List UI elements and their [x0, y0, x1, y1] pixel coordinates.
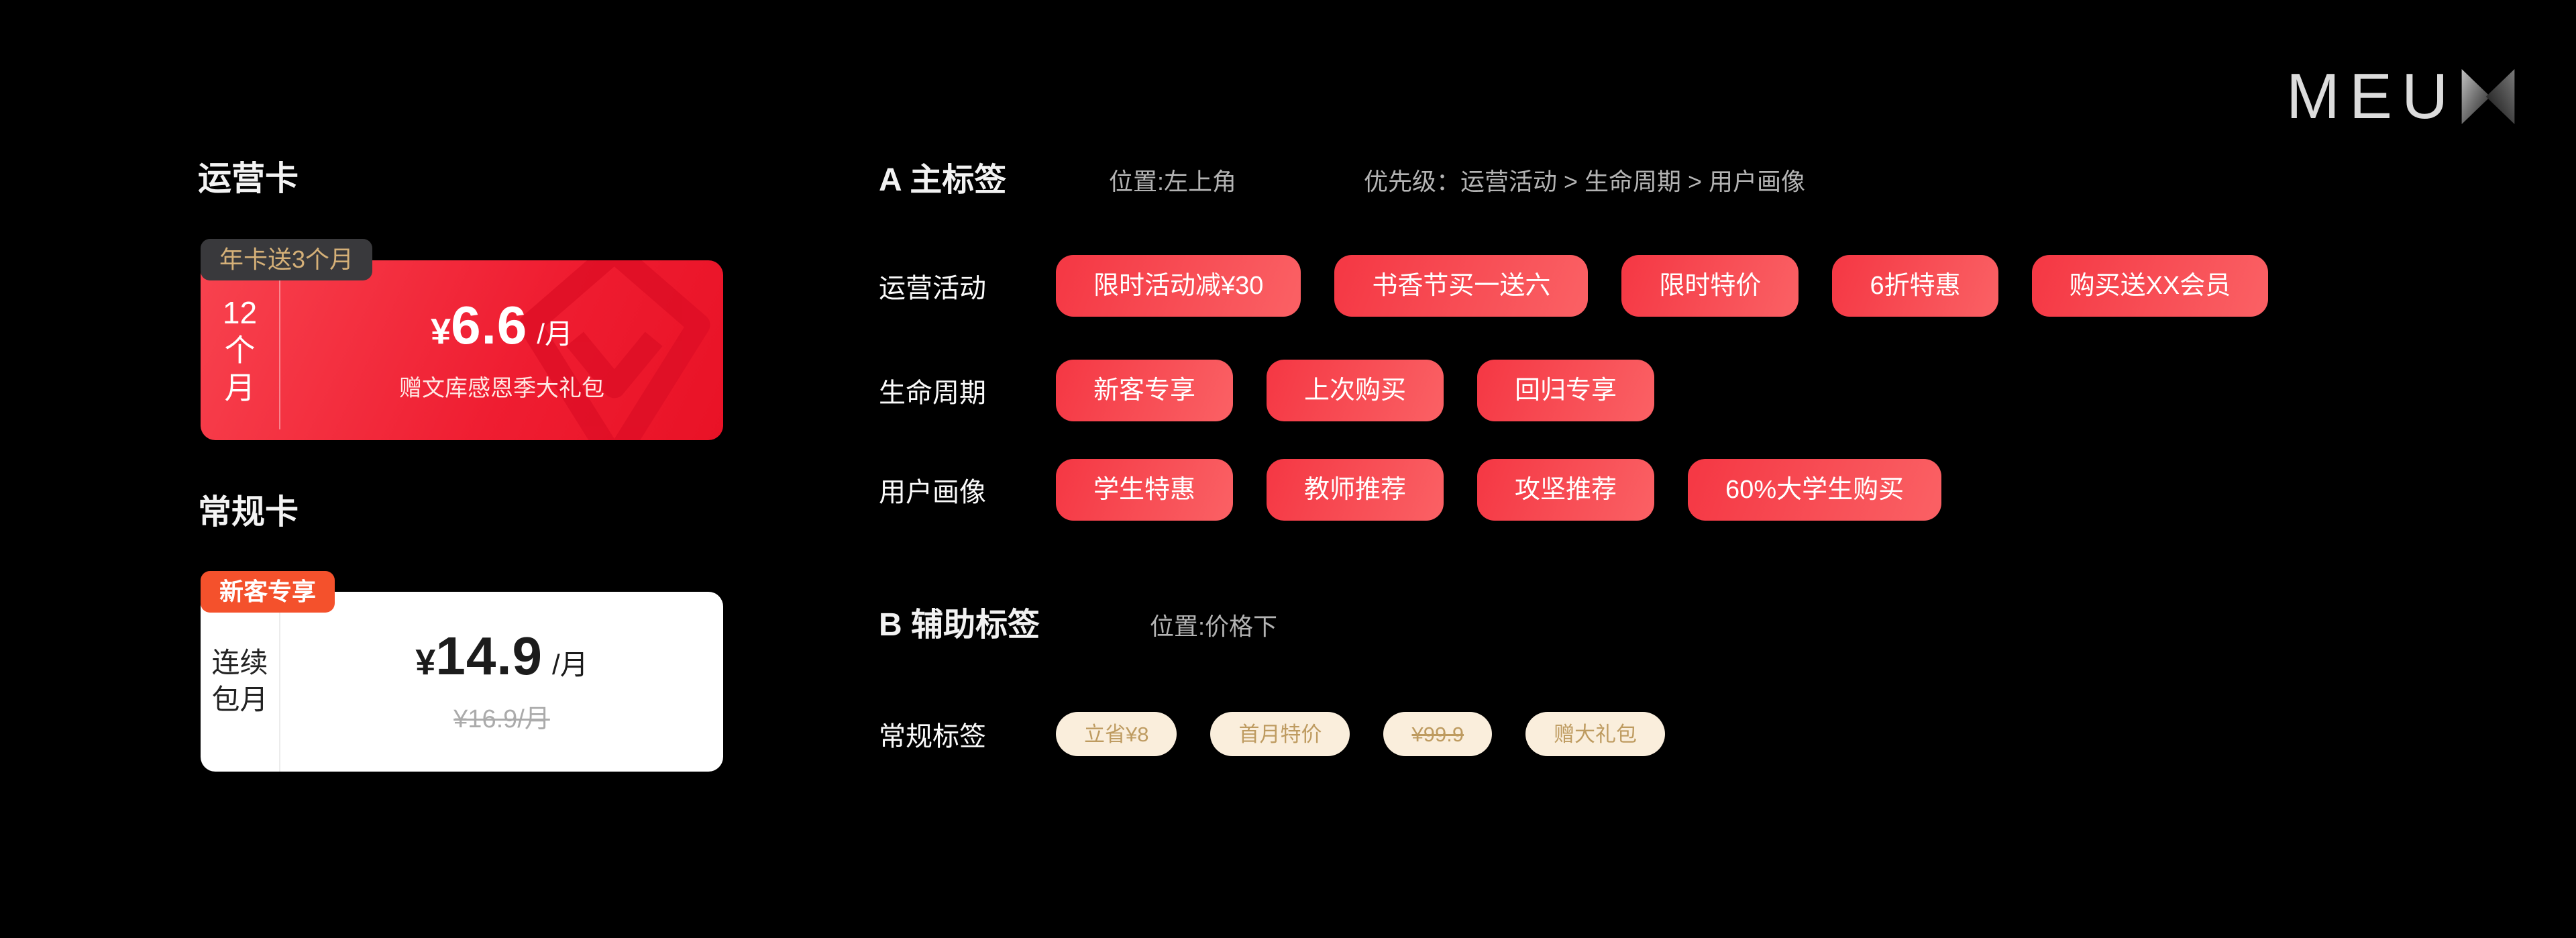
chips-container: 学生特惠教师推荐攻坚推荐 60%大学生购买: [1056, 459, 1942, 521]
operation-card-badge: 年卡送3个月: [201, 239, 373, 280]
duration-line: 连续: [211, 647, 268, 679]
main-tag-chip[interactable]: 上次购买: [1267, 360, 1444, 421]
operation-card-title: 运营卡: [198, 160, 299, 197]
aux-tag-chip[interactable]: 立省¥8: [1056, 712, 1177, 756]
row-label: 运营活动: [879, 274, 986, 303]
row-label: 生命周期: [879, 378, 986, 408]
main-tag-chip[interactable]: 教师推荐: [1267, 459, 1444, 521]
chips-container: 限时活动减¥30 书香节买一送六限时特价 6折特惠购买送XX会员: [1056, 255, 2269, 317]
regular-price-area: ¥ 14.9 /月 ¥16.9/月: [280, 592, 723, 772]
operation-price-area: ¥ 6.6 /月 赠文库感恩季大礼包: [280, 260, 723, 440]
duration-line: 月: [224, 370, 256, 406]
operation-duration-cell: 12 个 月: [201, 260, 279, 440]
section-b-title: B 辅助标签: [879, 607, 1040, 643]
main-tag-chip[interactable]: 购买送XX会员: [2031, 255, 2269, 317]
aux-tag-chip[interactable]: 首月特价: [1210, 712, 1350, 756]
regular-card-title: 常规卡: [198, 493, 299, 531]
aux-tag-chip[interactable]: 赠大礼包: [1525, 712, 1666, 756]
aux-tag-chip[interactable]: ¥99.9: [1383, 712, 1493, 756]
main-tag-chip[interactable]: 书香节买一送六: [1334, 255, 1589, 317]
main-tag-chip[interactable]: 60%大学生购买: [1688, 459, 1942, 521]
card-divider: [279, 592, 280, 772]
brand-logo: MEU: [2286, 64, 2516, 129]
main-tag-chip[interactable]: 6折特惠: [1832, 255, 1998, 317]
operation-plan-card[interactable]: 12 个 月 ¥ 6.6 /月 赠文库感恩季大礼包: [201, 260, 723, 440]
duration-line: 个: [224, 332, 256, 368]
section-a-position-note: 位置:左上角: [1109, 168, 1237, 195]
card-divider: [279, 276, 280, 429]
duration-line: 包月: [211, 684, 268, 715]
main-tag-chip[interactable]: 学生特惠: [1056, 459, 1234, 521]
regular-plan-card[interactable]: 连续 包月 ¥ 14.9 /月 ¥16.9/月: [201, 592, 723, 772]
regular-card-badge: 新客专享: [201, 571, 335, 613]
price-unit: /月: [552, 648, 588, 680]
price-amount: 6.6: [451, 295, 528, 355]
section-a-priority-note: 优先级：运营活动 > 生命周期 > 用户画像: [1364, 168, 1806, 195]
currency-symbol: ¥: [415, 641, 436, 682]
regular-original-price: ¥16.9/月: [453, 705, 550, 733]
regular-duration-cell: 连续 包月: [201, 592, 279, 772]
price-amount: 14.9: [435, 625, 543, 686]
brand-logo-x-icon: [2461, 69, 2515, 124]
chips-container: 立省¥8 首月特价 ¥99.9 赠大礼包: [1056, 712, 1666, 756]
price-unit: /月: [537, 317, 573, 350]
chips-container: 新客专享上次购买回归专享: [1056, 360, 1655, 421]
main-tag-chip[interactable]: 回归专享: [1477, 360, 1655, 421]
regular-price: ¥ 14.9 /月: [415, 629, 588, 683]
main-tag-chip[interactable]: 限时活动减¥30: [1056, 255, 1301, 317]
brand-logo-text: MEU: [2286, 60, 2458, 132]
section-b-position-note: 位置:价格下: [1150, 613, 1278, 640]
row-label: 用户画像: [879, 478, 986, 507]
row-label: 常规标签: [879, 722, 986, 751]
section-a-title: A 主标签: [879, 162, 1007, 198]
duration-line: 12: [222, 295, 258, 330]
operation-price: ¥ 6.6 /月: [431, 295, 573, 355]
main-tag-chip[interactable]: 攻坚推荐: [1477, 459, 1655, 521]
main-tag-chip[interactable]: 限时特价: [1621, 255, 1799, 317]
gem-watermark-icon: [519, 260, 710, 440]
main-tag-chip[interactable]: 新客专享: [1056, 360, 1234, 421]
operation-benefit-label: 赠文库感恩季大礼包: [399, 375, 604, 401]
currency-symbol: ¥: [431, 311, 451, 352]
